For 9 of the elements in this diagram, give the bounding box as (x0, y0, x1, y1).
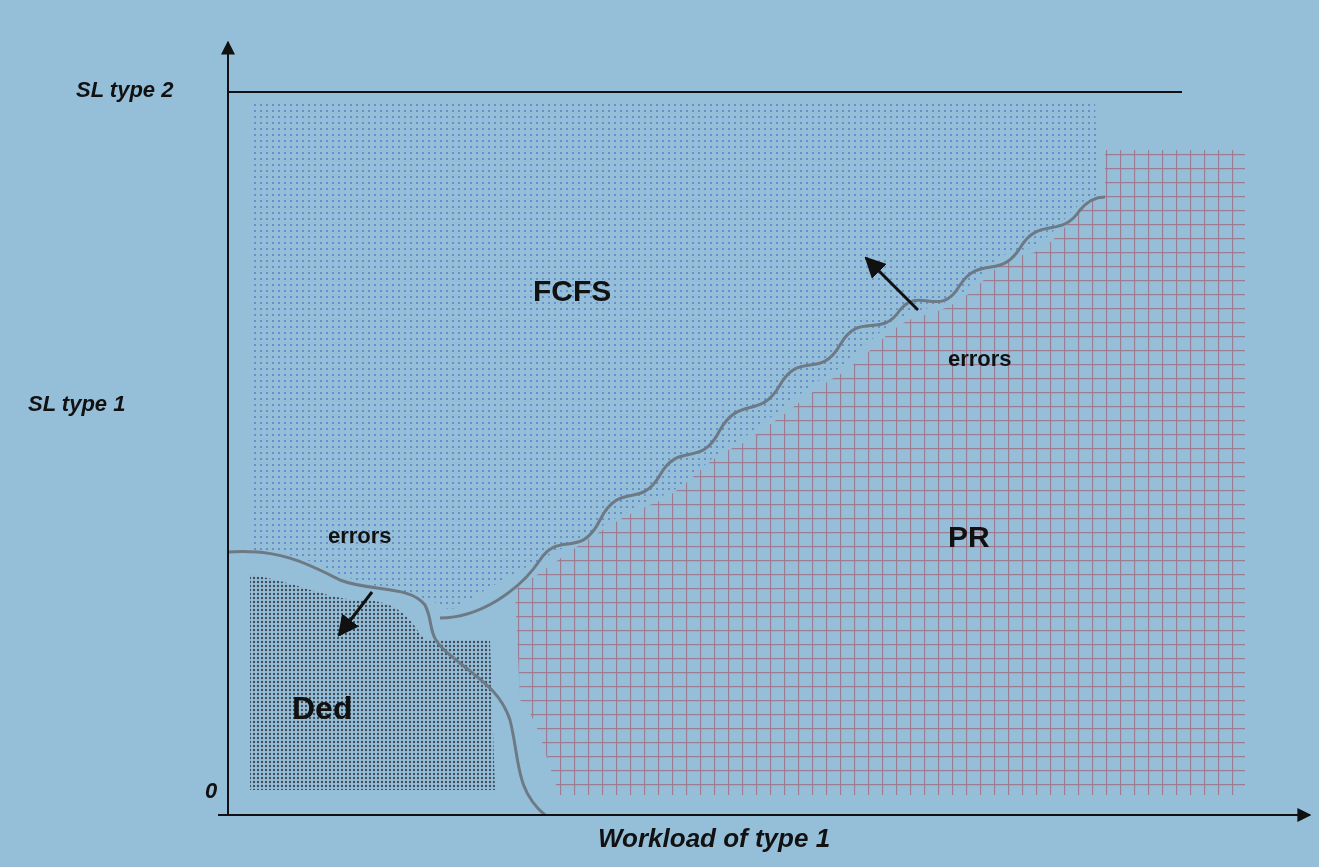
region-label: errors (328, 525, 392, 547)
origin-label: 0 (205, 780, 218, 802)
region-label: PR (948, 522, 990, 552)
region-label: errors (948, 348, 1012, 370)
axis-tick-label: SL type 1 (28, 393, 126, 415)
region-label: Ded (292, 692, 353, 724)
axis-tick-label: SL type 2 (76, 79, 174, 101)
region-label: FCFS (533, 276, 612, 306)
axis-title: Workload of type 1 (598, 825, 831, 851)
